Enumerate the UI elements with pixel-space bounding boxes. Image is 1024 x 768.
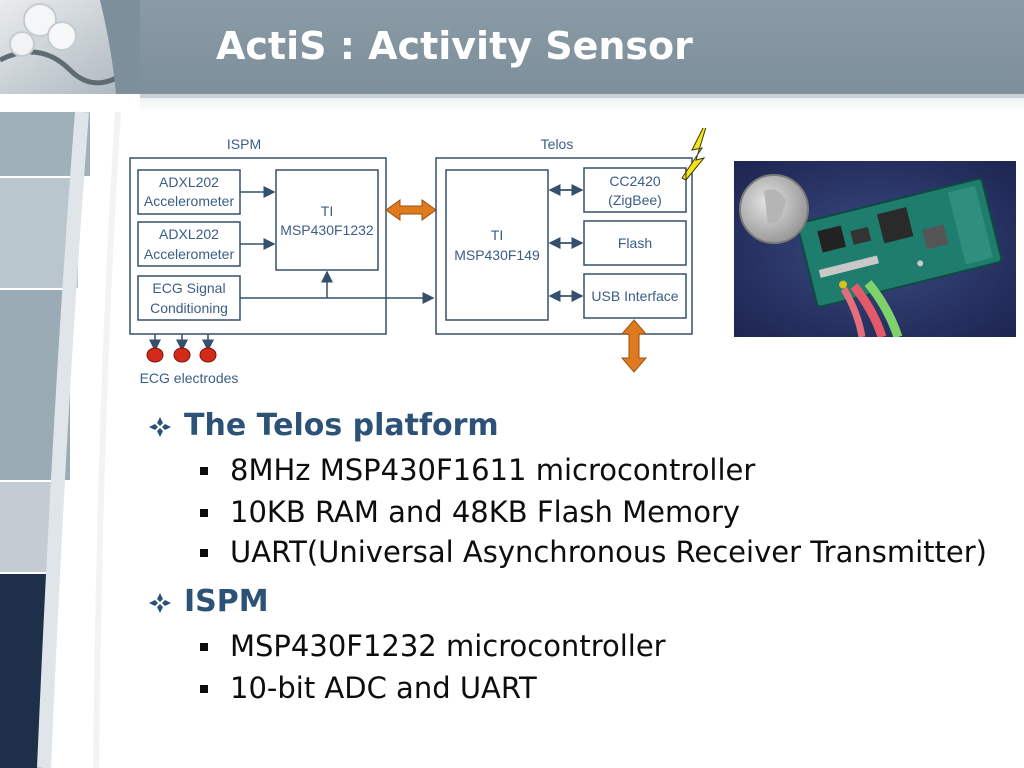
ecg-electrode-1 bbox=[146, 334, 164, 363]
ecg-electrodes-label: ECG electrodes bbox=[140, 370, 239, 386]
list-item: 10KB RAM and 48KB Flash Memory bbox=[148, 494, 1008, 530]
adxl202-box-1 bbox=[137, 169, 241, 215]
header-gradient-band bbox=[0, 98, 1024, 112]
adxl202-2-line1: ADXL202 bbox=[159, 226, 219, 242]
list-item: 10-bit ADC and UART bbox=[148, 670, 1008, 706]
slide-header bbox=[0, 0, 1024, 94]
section-ispm-heading: ISPM bbox=[148, 582, 1008, 622]
list-item: MSP430F1232 microcontroller bbox=[148, 628, 1008, 664]
ecg-line2: Conditioning bbox=[150, 300, 228, 316]
cc2420-box bbox=[583, 167, 687, 213]
usb-interface-box bbox=[583, 273, 687, 319]
diamond-bullet-icon bbox=[149, 593, 171, 613]
ti-telos-line2: MSP430F149 bbox=[454, 247, 540, 263]
ecg-electrode-2 bbox=[173, 334, 191, 363]
list-item-text: 10KB RAM and 48KB Flash Memory bbox=[230, 495, 741, 529]
ti-msp430f1232-box bbox=[275, 169, 379, 271]
flash-label: Flash bbox=[618, 235, 652, 251]
adxl202-1-line1: ADXL202 bbox=[159, 174, 219, 190]
list-item-text: MSP430F1232 microcontroller bbox=[230, 629, 666, 663]
list-item: 8MHz MSP430F1611 microcontroller bbox=[148, 452, 1008, 488]
square-bullet-icon bbox=[200, 685, 208, 693]
header-rule bbox=[0, 94, 1024, 98]
ti-ispm-line2: MSP430F1232 bbox=[280, 222, 374, 238]
square-bullet-icon bbox=[200, 643, 208, 651]
telos-board-photo bbox=[734, 161, 1016, 337]
telos-label: Telos bbox=[541, 136, 574, 152]
ti-ispm-line1: TI bbox=[321, 203, 333, 219]
block-diagram: ISPM ADXL202 Accelerometer ADXL202 Accel… bbox=[129, 128, 707, 386]
adxl202-1-line2: Accelerometer bbox=[144, 193, 235, 209]
cc2420-line2: (ZigBee) bbox=[608, 192, 662, 208]
list-item-text: 10-bit ADC and UART bbox=[230, 671, 537, 705]
adxl202-2-line2: Accelerometer bbox=[144, 246, 235, 262]
section-telos-heading-text: The Telos platform bbox=[184, 408, 499, 443]
square-bullet-icon bbox=[200, 509, 208, 517]
telos-box bbox=[435, 157, 693, 335]
wireless-lightning-icon bbox=[681, 128, 707, 181]
square-bullet-icon bbox=[200, 467, 208, 475]
section-ispm-heading-text: ISPM bbox=[184, 584, 269, 619]
content-bullets: The Telos platform 8MHz MSP430F1611 micr… bbox=[148, 404, 1008, 706]
section-telos-heading: The Telos platform bbox=[148, 406, 1008, 446]
diamond-bullet-icon bbox=[149, 417, 171, 437]
orange-link-arrow bbox=[385, 199, 437, 221]
left-decoration bbox=[0, 94, 140, 768]
list-item-text: UART(Universal Asynchronous Receiver Tra… bbox=[230, 535, 987, 569]
ti-telos-line1: TI bbox=[491, 227, 503, 243]
ecg-electrode-3 bbox=[199, 334, 217, 363]
ti-msp430f149-box bbox=[445, 169, 549, 321]
ecg-line1: ECG Signal bbox=[152, 280, 225, 296]
cc2420-line1: CC2420 bbox=[609, 173, 661, 189]
usb-label: USB Interface bbox=[591, 288, 678, 304]
flash-box bbox=[583, 220, 687, 266]
slide-title: ActiS : Activity Sensor bbox=[216, 24, 693, 68]
square-bullet-icon bbox=[200, 549, 208, 557]
ispm-box bbox=[129, 157, 387, 335]
usb-orange-arrow bbox=[620, 319, 648, 373]
list-item-text: 8MHz MSP430F1611 microcontroller bbox=[230, 453, 756, 487]
stethoscope-image bbox=[0, 0, 140, 94]
list-item: UART(Universal Asynchronous Receiver Tra… bbox=[148, 534, 1008, 570]
ispm-label: ISPM bbox=[227, 136, 261, 152]
